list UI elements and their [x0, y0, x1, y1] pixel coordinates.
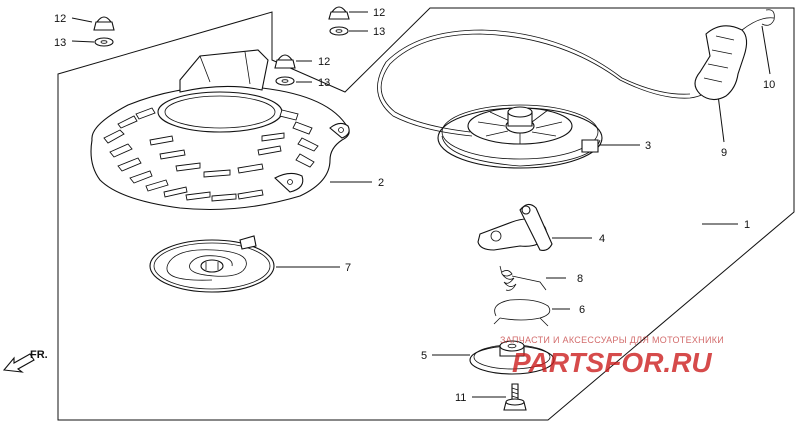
assembly-frame — [57, 7, 795, 421]
front-arrow-icon — [2, 353, 35, 373]
part-label-12-left: 12 — [54, 13, 66, 25]
cap-nut-middle — [274, 54, 296, 69]
front-direction-indicator: FR. — [2, 349, 48, 373]
friction-plate — [469, 340, 555, 375]
part-label-5: 5 — [421, 350, 427, 362]
part-label-13-left: 13 — [54, 37, 66, 49]
friction-spring — [493, 299, 551, 327]
starter-grip-handle — [694, 9, 775, 101]
watermark: ЗАПЧАСТИ И АКСЕССУАРЫ ДЛЯ МОТОТЕХНИКИ PA… — [500, 335, 724, 378]
starter-rope — [380, 33, 711, 133]
ratchet-pawl — [477, 203, 553, 251]
part-label-1: 1 — [744, 219, 750, 231]
washer-top-center — [329, 26, 349, 36]
part-label-3: 3 — [645, 140, 651, 152]
watermark-tagline: ЗАПЧАСТИ И АКСЕССУАРЫ ДЛЯ МОТОТЕХНИКИ — [500, 335, 724, 345]
part-label-2: 2 — [378, 177, 384, 189]
starter-reel — [437, 104, 603, 169]
part-label-7: 7 — [345, 262, 351, 274]
pawl-spring — [499, 265, 547, 291]
part-label-13-top: 13 — [373, 26, 385, 38]
part-label-11: 11 — [455, 392, 466, 404]
cap-nut-top-left — [93, 16, 115, 31]
part-label-6: 6 — [579, 304, 585, 316]
setting-bolt — [503, 383, 527, 411]
watermark-logo: PARTSFOR.RU — [512, 347, 712, 378]
front-direction-label: FR. — [30, 349, 48, 361]
cap-nut-top-center — [328, 6, 350, 20]
part-label-12-middle: 12 — [318, 56, 330, 68]
washer-top-left — [94, 37, 114, 47]
part-label-4: 4 — [599, 233, 605, 245]
washer-middle — [275, 76, 295, 86]
starter-cover — [90, 49, 350, 211]
part-label-9: 9 — [721, 147, 727, 159]
part-label-12-top: 12 — [373, 7, 385, 19]
part-label-10: 10 — [763, 79, 775, 91]
part-label-8: 8 — [577, 273, 583, 285]
recoil-spring — [149, 235, 275, 293]
part-label-13-middle: 13 — [318, 77, 330, 89]
